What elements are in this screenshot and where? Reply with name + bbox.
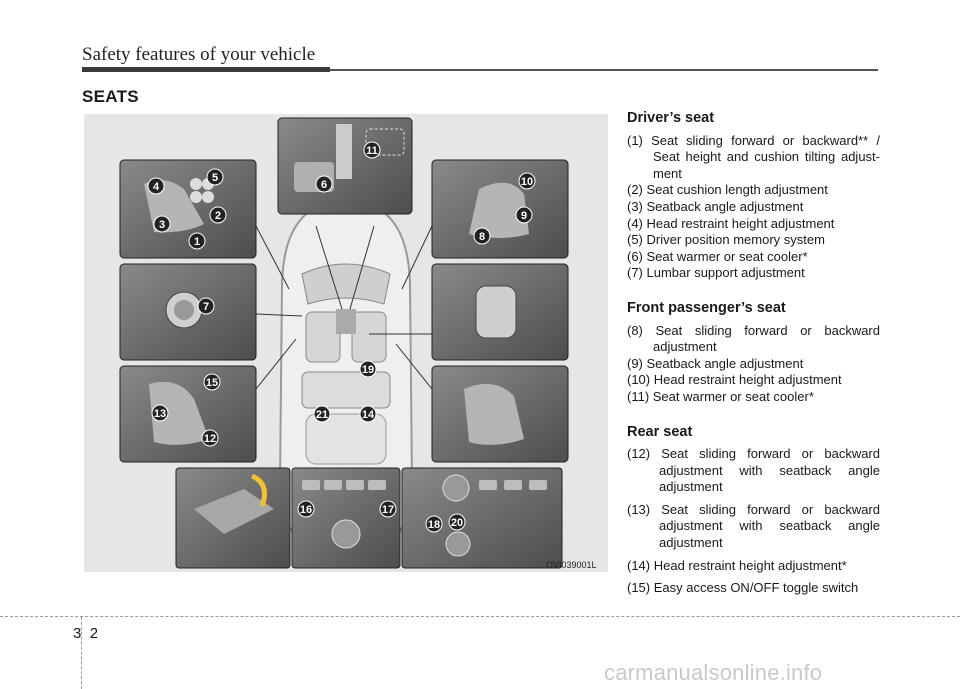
section-title: SEATS	[82, 87, 139, 106]
seats-illustration-svg: 1 2 3 4 5 6 7 8 9 10 11 12 13 14 15 16 1…	[119, 117, 569, 569]
list-item: (8) Seat sliding forward or backward adj…	[627, 322, 880, 355]
svg-text:17: 17	[382, 504, 394, 516]
panel-rear-right-seat	[431, 365, 569, 463]
callout-13: 13	[151, 404, 169, 422]
svg-text:16: 16	[300, 504, 312, 516]
callout-15: 15	[203, 373, 221, 391]
svg-text:4: 4	[153, 181, 160, 193]
callout-5: 5	[206, 168, 224, 186]
callout-3: 3	[153, 215, 171, 233]
page-number: 3 2	[73, 625, 98, 642]
callout-6: 6	[315, 175, 333, 193]
list-item: (11) Seat warmer or seat cooler*	[627, 388, 814, 404]
list-item: (15) Easy access ON/OFF toggle switch	[627, 580, 859, 596]
callout-4: 4	[147, 177, 165, 195]
svg-text:10: 10	[521, 176, 533, 188]
callout-14: 14	[359, 405, 377, 423]
panel-rear-controls-left	[291, 467, 401, 569]
svg-text:8: 8	[479, 231, 485, 243]
callout-19: 19	[359, 360, 377, 378]
header-rule-light	[330, 69, 878, 71]
running-header: Safety features of your vehicle	[82, 44, 316, 65]
list-item: (14) Head restraint height adjustment*	[627, 557, 847, 573]
panel-console-shifter	[277, 117, 413, 215]
callout-21: 21	[313, 405, 331, 423]
page-number-divider	[81, 617, 83, 689]
list-item: (5) Driver position memory system	[627, 232, 825, 248]
drivers-seat-heading: Driver’s seat	[627, 110, 715, 126]
svg-text:7: 7	[203, 301, 209, 313]
callout-1: 1	[188, 232, 206, 250]
list-item: (3) Seatback angle adjustment	[627, 198, 804, 214]
list-item: (9) Seatback angle adjustment	[627, 355, 804, 371]
list-item: (4) Head restraint height adjustment	[627, 215, 835, 231]
list-item: (1) Seat sliding forward or backward** /…	[627, 132, 880, 181]
list-item: (12) Seat sliding forward or backward ad…	[627, 446, 880, 495]
rear-seat-heading: Rear seat	[627, 423, 693, 440]
callout-10: 10	[518, 172, 536, 190]
callout-20: 20	[448, 513, 466, 531]
panel-rear-controls-right	[401, 467, 563, 569]
panel-passenger-seat-switches	[431, 159, 569, 259]
callout-9: 9	[515, 206, 533, 224]
svg-text:14: 14	[362, 409, 375, 421]
footer-rule	[0, 616, 960, 618]
page-number-value: 2	[89, 625, 99, 642]
callout-18: 18	[425, 515, 443, 533]
svg-text:13: 13	[154, 408, 166, 420]
list-item: (7) Lumbar support adjustment	[627, 265, 805, 281]
callout-8: 8	[473, 227, 491, 245]
callout-16: 16	[297, 500, 315, 518]
svg-text:21: 21	[316, 409, 328, 421]
panel-driver-seat-switches	[119, 159, 257, 259]
callout-11: 11	[363, 141, 381, 159]
panel-rear-left-seat	[119, 365, 257, 463]
svg-text:9: 9	[521, 210, 527, 222]
panel-lumbar-switch	[119, 263, 257, 361]
svg-text:5: 5	[212, 172, 218, 184]
callout-17: 17	[379, 500, 397, 518]
header-rule-dark	[82, 67, 330, 72]
callout-7: 7	[197, 297, 215, 315]
panel-rear-armrest	[175, 467, 291, 569]
list-item: (13) Seat sliding forward or backward ad…	[627, 501, 880, 551]
text-column: Driver’s seat (1) Seat sliding forward o…	[627, 110, 880, 597]
panel-passenger-side-switch	[431, 263, 569, 361]
callouts: 1 2 3 4 5 6 7 8 9 10 11 12 13 14 15 16 1…	[147, 141, 536, 533]
callout-2: 2	[209, 206, 227, 224]
svg-text:3: 3	[159, 219, 165, 231]
list-item: (6) Seat warmer or seat cooler*	[627, 248, 808, 264]
svg-text:18: 18	[428, 519, 440, 531]
list-item: (2) Seat cushion length adjustment	[627, 182, 828, 198]
watermark: carmanualsonline.info	[604, 660, 823, 685]
svg-text:19: 19	[362, 364, 374, 376]
svg-text:2: 2	[215, 210, 221, 222]
svg-text:1: 1	[194, 236, 200, 248]
seats-illustration: 1 2 3 4 5 6 7 8 9 10 11 12 13 14 15 16 1…	[84, 114, 608, 572]
callout-12: 12	[201, 429, 219, 447]
svg-text:12: 12	[204, 433, 216, 445]
svg-text:15: 15	[206, 377, 218, 389]
svg-text:11: 11	[366, 145, 378, 157]
front-passenger-seat-heading: Front passenger’s seat	[627, 299, 786, 316]
svg-text:20: 20	[451, 517, 463, 529]
list-item: (10) Head restraint height adjustment	[627, 372, 842, 388]
svg-text:6: 6	[321, 179, 327, 191]
figure-code: OVI039001L	[546, 560, 597, 570]
chapter-number: 3	[73, 625, 82, 642]
leader-lines	[255, 225, 433, 390]
